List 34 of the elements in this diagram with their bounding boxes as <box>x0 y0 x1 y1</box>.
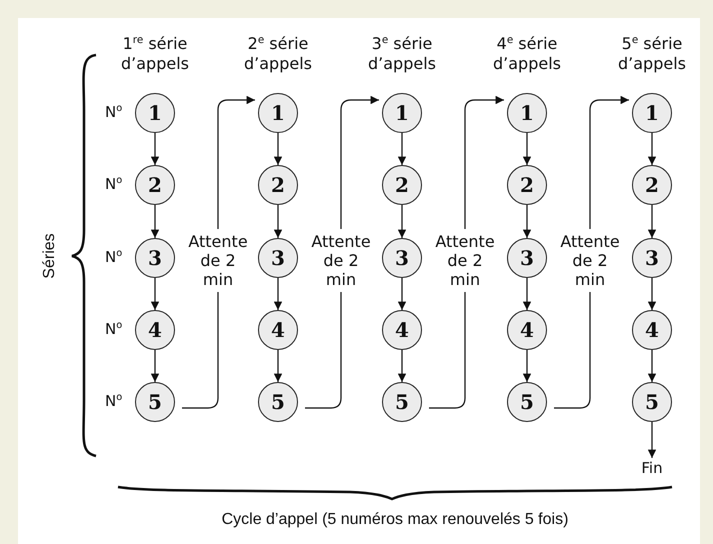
row-label: N$^{o}$ <box>105 102 122 122</box>
arrow <box>522 205 532 238</box>
arrow <box>274 133 282 165</box>
arrow <box>398 133 406 165</box>
arrow <box>150 278 160 310</box>
axis-label: Séries <box>40 232 59 281</box>
row-label: N$^{o}$ <box>105 174 122 194</box>
row-label: N$^{o}$ <box>105 391 122 411</box>
arrow <box>648 422 656 458</box>
column-heading: 1$^{re}$ série d’appels <box>120 34 190 74</box>
arrow <box>274 278 282 310</box>
arrow <box>648 350 656 382</box>
arrow <box>398 205 406 238</box>
end-label: Fin <box>627 458 677 478</box>
column-heading: 2$^{e}$ série d’appels <box>243 34 313 74</box>
arrow <box>522 278 532 310</box>
arrow <box>648 133 656 165</box>
arrow <box>648 205 656 238</box>
row-label: N$^{o}$ <box>105 247 122 267</box>
arrow <box>398 278 406 310</box>
column-heading: 4$^{e}$ série d’appels <box>492 34 562 74</box>
arrow <box>274 350 282 382</box>
column-heading: 3$^{e}$ série d’appels <box>367 34 437 74</box>
arrow <box>150 205 160 238</box>
arrow <box>648 278 656 310</box>
arrow <box>150 350 160 382</box>
arrow <box>522 133 532 165</box>
arrow <box>398 350 406 382</box>
arrow <box>150 133 160 165</box>
caption: Cycle d’appel (5 numéros max renouvelés 5 fois) <box>220 510 570 530</box>
arrow <box>274 205 282 238</box>
arrow <box>522 350 532 382</box>
row-label: N$^{o}$ <box>105 319 122 339</box>
column-heading: 5$^{e}$ série d’appels <box>617 34 687 74</box>
